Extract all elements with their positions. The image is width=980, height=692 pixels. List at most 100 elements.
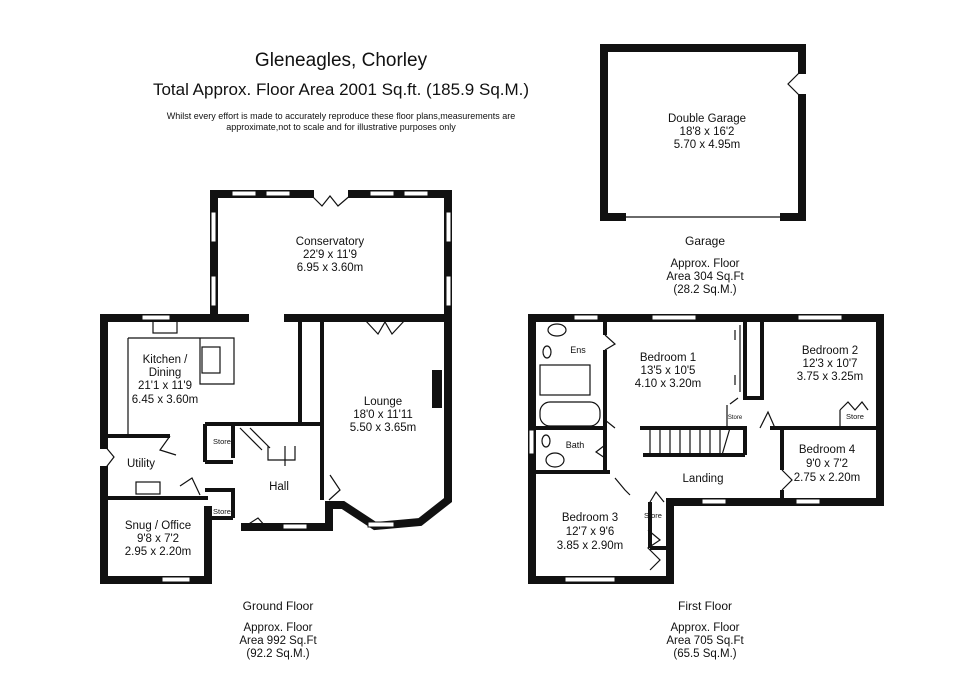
garage-room-metric: 5.70 x 4.95m [674, 139, 740, 151]
window [701, 498, 727, 505]
landing-store-name: Store [644, 511, 662, 520]
staircase [239, 427, 296, 466]
conservatory-french-doors [309, 193, 353, 207]
lounge-name: Lounge [364, 396, 402, 408]
utility-sink-icon [135, 481, 161, 495]
conservatory-metric: 6.95 x 3.60m [297, 262, 363, 274]
kitchen-imperial: 21'1 x 11'9 [138, 380, 192, 392]
window [265, 190, 291, 197]
kitchen-metric: 6.45 x 3.60m [132, 394, 198, 406]
ensuite-basin-icon [542, 345, 552, 359]
kitchen-sink-icon [152, 320, 178, 334]
lounge-french-doors [364, 319, 406, 336]
first-floor-area-line3: (65.5 Sq.M.) [673, 648, 736, 660]
bedroom3-name: Bedroom 3 [562, 512, 618, 524]
bath-name: Bath [566, 440, 585, 450]
hob-icon [201, 346, 221, 374]
window [161, 576, 191, 583]
garage-room-name: Double Garage [668, 113, 746, 125]
conservatory-imperial: 22'9 x 11'9 [303, 249, 357, 261]
ground-floor-internal-walls [107, 320, 324, 520]
garage-room-imperial: 18'8 x 16'2 [680, 126, 735, 138]
first-floor-area-line1: Approx. Floor [670, 622, 739, 634]
disclaimer-line2: approximate,not to scale and for illustr… [226, 122, 456, 132]
bath-basin-icon [541, 434, 551, 448]
ground-floor-area-line2: Area 992 Sq.Ft [239, 635, 317, 647]
window [210, 211, 217, 243]
garage-plan: Double Garage 18'8 x 16'2 5.70 x 4.95m G… [600, 44, 806, 296]
garage-area-line1: Approx. Floor [670, 258, 739, 270]
kitchen-name-line2: Dining [149, 367, 182, 379]
shower-icon [539, 364, 591, 396]
window [231, 190, 257, 197]
header: Gleneagles, Chorley Total Approx. Floor … [153, 50, 529, 132]
window [210, 275, 217, 307]
lounge-imperial: 18'0 x 11'11 [353, 409, 413, 421]
window [573, 314, 599, 321]
window [795, 498, 821, 505]
kitchen-name-line1: Kitchen / [143, 354, 189, 366]
window [367, 521, 395, 528]
ground-floor-area-line1: Approx. Floor [243, 622, 312, 634]
bedroom3-metric: 3.85 x 2.90m [557, 540, 623, 552]
window [141, 314, 171, 321]
hall-name: Hall [269, 481, 289, 493]
bedroom4-name: Bedroom 4 [799, 444, 856, 456]
first-floor-area-line2: Area 705 Sq.Ft [666, 635, 744, 647]
bedroom2-store-name: Store [846, 412, 864, 421]
wardrobe-sliding-doors [734, 325, 746, 392]
window [403, 190, 429, 197]
garage-label: Garage [685, 234, 725, 248]
utility-name: Utility [127, 458, 155, 470]
staircase [649, 427, 731, 456]
bathtub-icon [539, 401, 601, 427]
store-walls [726, 405, 841, 428]
disclaimer-line1: Whilst every effort is made to accuratel… [167, 111, 516, 121]
ensuite-name: Ens [570, 345, 586, 355]
ensuite-toilet-icon [547, 323, 567, 337]
window [445, 275, 452, 307]
bedroom4-imperial: 9'0 x 7'2 [806, 458, 848, 470]
snug-name: Snug / Office [125, 520, 191, 532]
window [651, 314, 697, 321]
garage-side-door [787, 69, 803, 99]
bedroom1-store-name: Store [728, 415, 743, 421]
bedroom1-name: Bedroom 1 [640, 352, 696, 364]
ground-floor-label: Ground Floor [243, 599, 314, 613]
store-lower-name: Store [213, 507, 231, 516]
store-upper-name: Store [213, 437, 231, 446]
bedroom2-metric: 3.75 x 3.25m [797, 371, 863, 383]
window [369, 190, 395, 197]
plan-subtitle: Total Approx. Floor Area 2001 Sq.ft. (18… [153, 80, 529, 99]
first-floor-plan: Ens Bedroom 1 13'5 x 10'5 4.10 x 3.20m S… [528, 314, 884, 660]
bath-toilet-icon [545, 452, 565, 468]
window [564, 576, 616, 583]
snug-metric: 2.95 x 2.20m [125, 546, 191, 558]
first-floor-internal-walls [535, 320, 880, 550]
snug-imperial: 9'8 x 7'2 [137, 533, 179, 545]
lounge-metric: 5.50 x 3.65m [350, 422, 416, 434]
conservatory-name: Conservatory [296, 236, 365, 248]
fireplace-icon [432, 370, 442, 408]
garage-area-line3: (28.2 Sq.M.) [673, 284, 736, 296]
ground-floor-plan: Conservatory 22'9 x 11'9 6.95 x 3.60m Ki… [100, 190, 452, 660]
first-floor-label: First Floor [678, 599, 732, 613]
garage-area-line2: Area 304 Sq.Ft [666, 271, 744, 283]
landing-name: Landing [683, 473, 724, 485]
door-swings [594, 334, 869, 571]
window [282, 523, 308, 530]
door-swings [103, 435, 341, 528]
window [445, 211, 452, 243]
ground-floor-area-line3: (92.2 Sq.M.) [246, 648, 309, 660]
bedroom4-metric: 2.75 x 2.20m [794, 472, 860, 484]
first-floor-outer-walls [528, 314, 884, 584]
bedroom1-imperial: 13'5 x 10'5 [641, 365, 696, 377]
plan-title: Gleneagles, Chorley [255, 50, 428, 71]
window [797, 314, 843, 321]
bedroom2-name: Bedroom 2 [802, 345, 858, 357]
garage-walls [600, 44, 806, 221]
window [528, 429, 535, 455]
bedroom2-imperial: 12'3 x 10'7 [803, 358, 858, 370]
bedroom3-imperial: 12'7 x 9'6 [566, 526, 615, 538]
